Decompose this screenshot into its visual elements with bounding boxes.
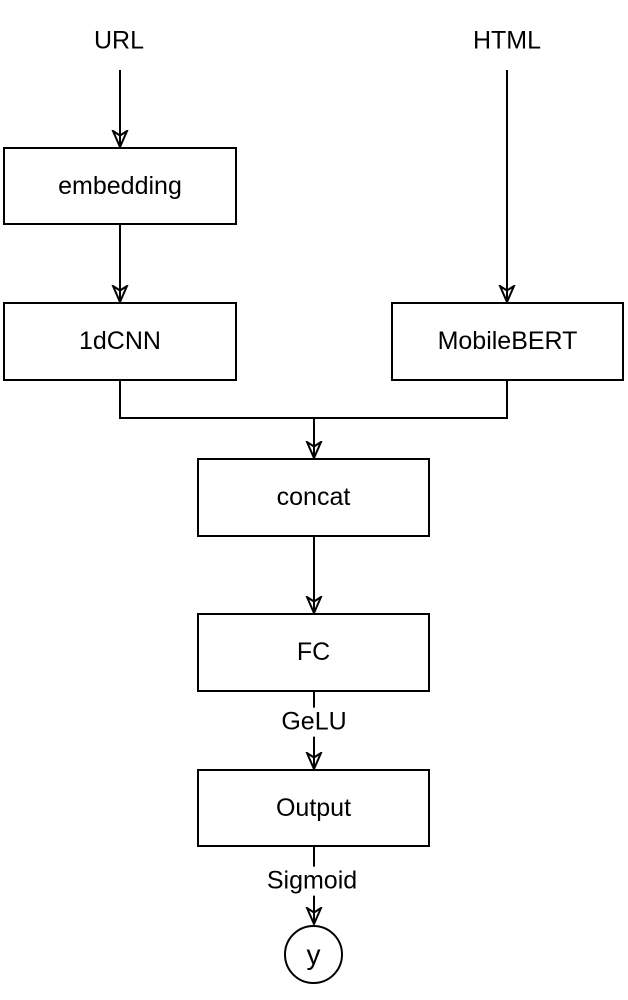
node-mobilebert: MobileBERT <box>391 302 624 381</box>
edge-label-sigmoid: Sigmoid <box>262 866 362 896</box>
node-concat: concat <box>197 458 430 537</box>
node-fc: FC <box>197 613 430 692</box>
edge-1dcnn-to-merge <box>119 381 314 419</box>
terminal-node-y: y <box>284 925 343 984</box>
node-output: Output <box>197 769 430 847</box>
edge-label-gelu: GeLU <box>277 707 351 737</box>
node-1dcnn: 1dCNN <box>3 302 237 381</box>
input-label-html: HTML <box>472 26 542 55</box>
edge-mobilebert-to-merge <box>314 381 508 419</box>
input-label-url: URL <box>93 26 145 55</box>
node-embedding: embedding <box>3 147 237 225</box>
